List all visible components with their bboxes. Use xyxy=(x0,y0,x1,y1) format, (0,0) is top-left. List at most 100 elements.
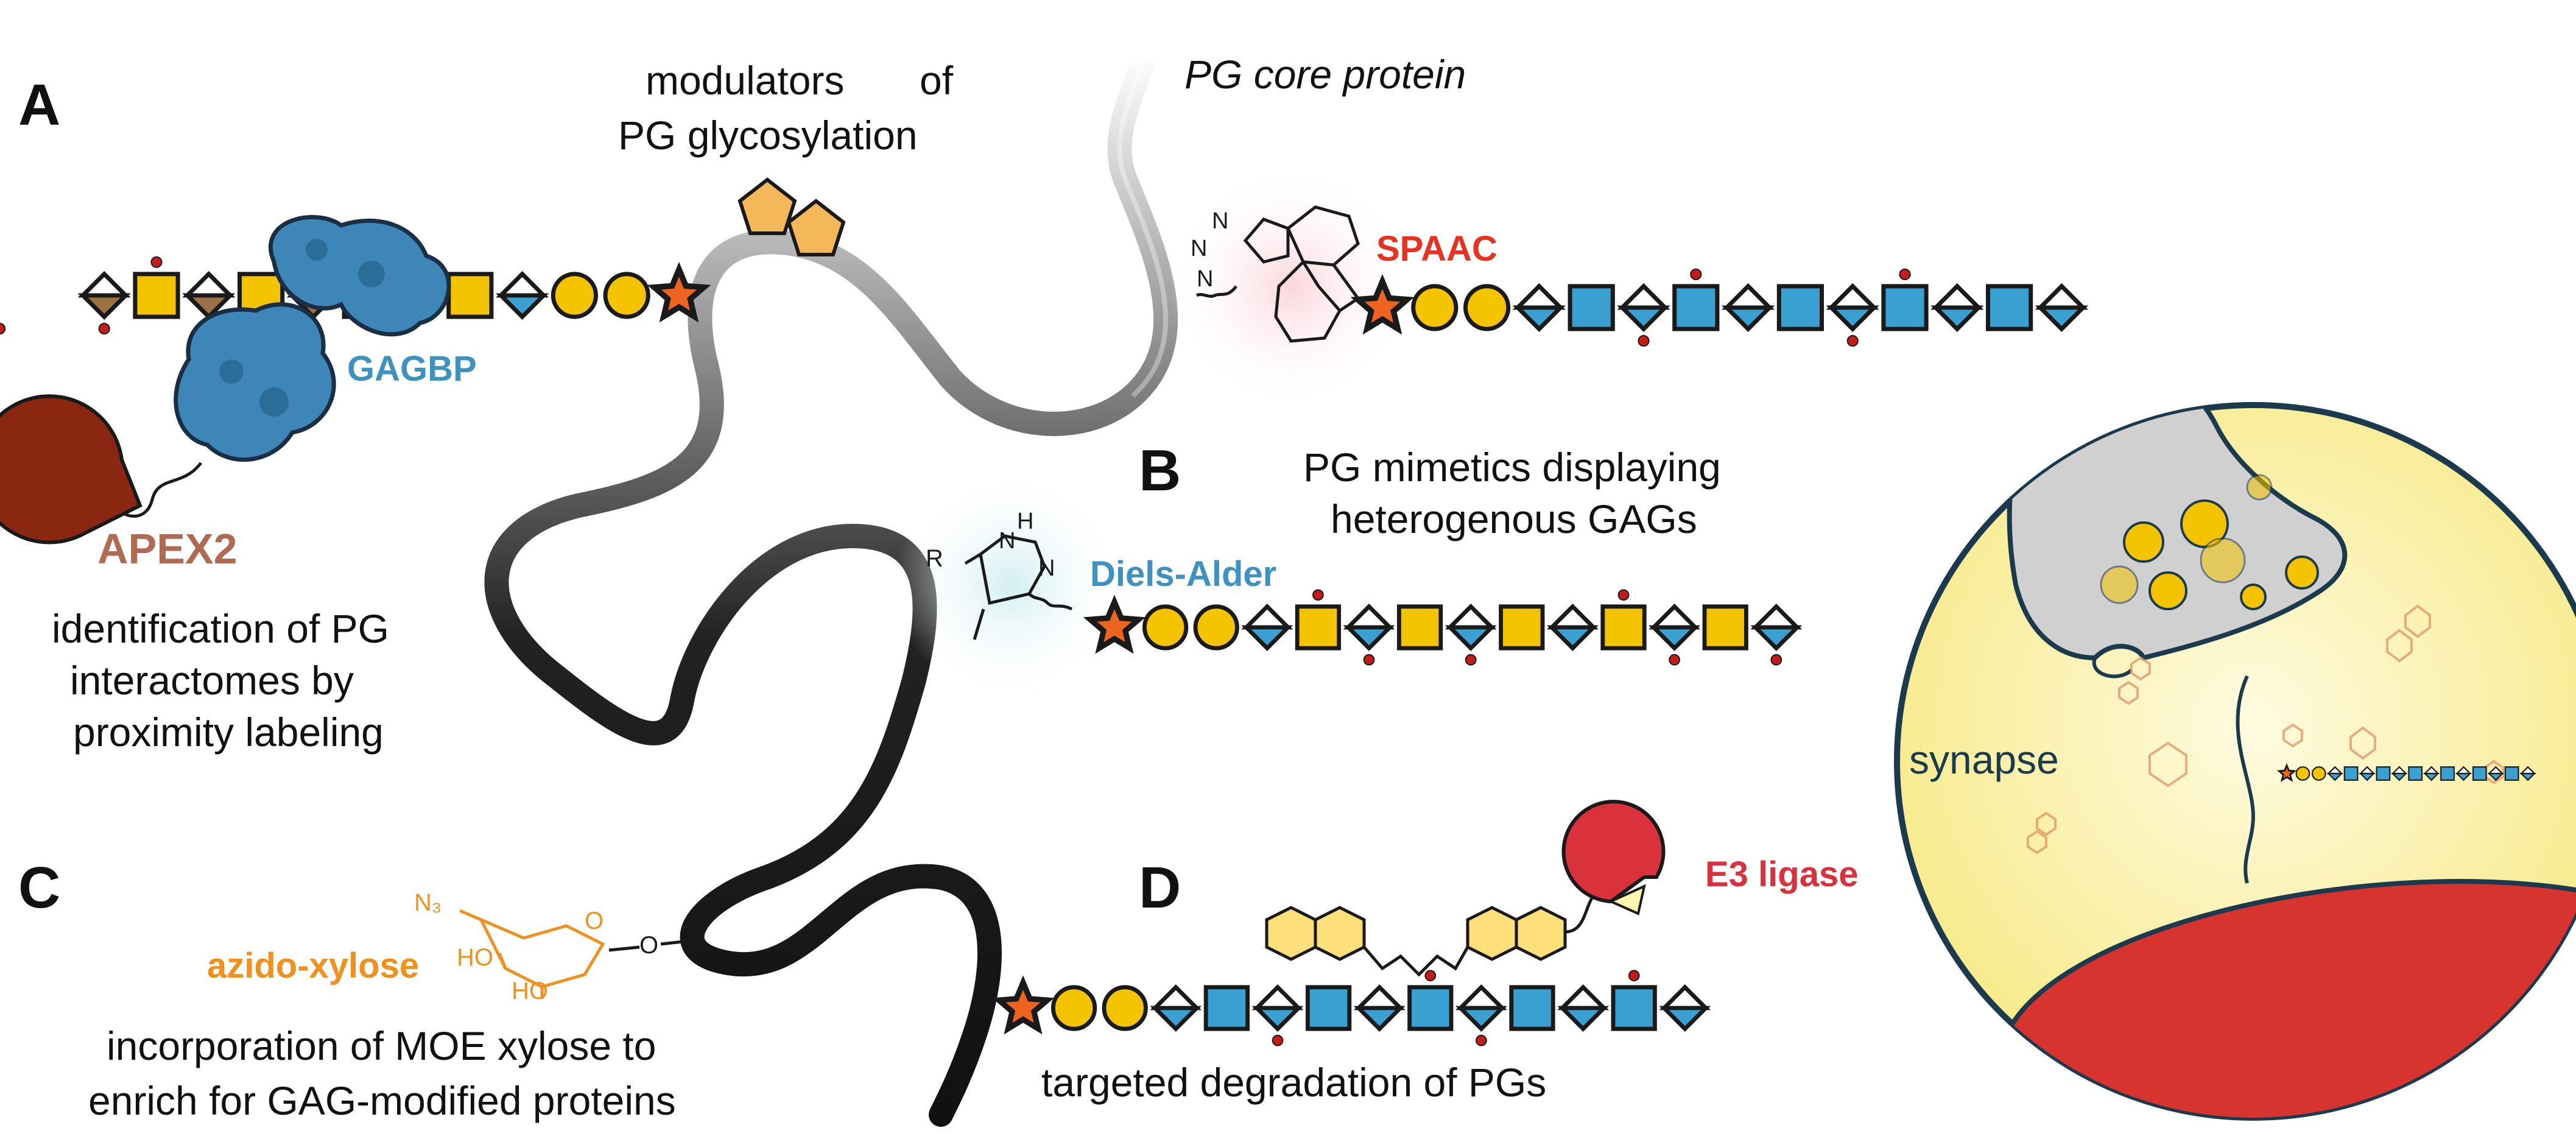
diamond-bottom xyxy=(77,293,131,320)
modulator-pentagons xyxy=(737,177,846,256)
diamond-top xyxy=(1557,984,1610,1010)
diamond-bottom xyxy=(1150,1006,1202,1032)
sulfate-dot xyxy=(0,323,6,335)
diamond-top xyxy=(1445,603,1497,630)
e3-ligase-label: E3 ligase xyxy=(1705,855,1858,894)
azido-xylose-molecule xyxy=(459,909,605,999)
core-protein-label: PG core protein xyxy=(1184,52,1466,97)
square-symbol xyxy=(1305,985,1352,1031)
diamond-bottom xyxy=(1826,305,1879,333)
diamond-bottom xyxy=(1546,625,1599,652)
apex2-enzyme xyxy=(0,394,143,545)
da-n-label: N xyxy=(1038,555,1055,581)
diamond-top xyxy=(182,270,236,298)
sulfate-dot xyxy=(1770,654,1782,666)
diamond-top xyxy=(496,270,549,298)
sulfate-dot xyxy=(1272,1034,1284,1046)
square-symbol xyxy=(1776,284,1825,331)
square-symbol xyxy=(1499,604,1545,651)
diamond-top xyxy=(2035,283,2088,310)
diamond-top xyxy=(1750,603,1803,630)
diamond-bottom xyxy=(1649,625,1701,652)
triazole-n1: N xyxy=(1212,208,1228,234)
sulfate-dot xyxy=(1628,970,1640,982)
diamond-bottom xyxy=(1930,305,1984,333)
diamond-top xyxy=(1659,984,1711,1010)
gag-chain-a-right xyxy=(1350,268,2088,347)
sulfate-dot xyxy=(1899,268,1911,280)
circle-symbol xyxy=(551,272,599,319)
diamond-bottom xyxy=(182,293,236,320)
sulfate-dot xyxy=(1465,654,1477,666)
square-symbol xyxy=(2376,766,2391,781)
square-symbol xyxy=(1600,604,1647,651)
gagbp-label: GAGBP xyxy=(347,349,477,389)
apex-caption-line2: interactomes by xyxy=(70,658,354,703)
mimetics-label-line2: heterogenous GAGs xyxy=(1331,496,1697,541)
diels-alder-glow xyxy=(895,469,1127,700)
modulators-label-line1: modulators xyxy=(646,58,845,103)
modulators-label-line1b: of xyxy=(920,58,954,103)
circle-symbol xyxy=(1411,284,1459,331)
square-symbol xyxy=(2408,766,2423,781)
square-symbol xyxy=(1568,284,1615,331)
sulfate-dot xyxy=(1363,654,1375,666)
diamond-bottom xyxy=(2326,772,2343,781)
square-symbol xyxy=(1295,604,1342,651)
square-symbol xyxy=(2472,766,2487,781)
ho-label-2: HO xyxy=(512,978,548,1004)
circle-symbol xyxy=(603,272,650,319)
sulfate-dot xyxy=(1476,1034,1487,1046)
apex-caption-line1: identification of PG xyxy=(52,606,389,651)
diels-alder-molecule xyxy=(964,534,1073,640)
diamond-top xyxy=(1251,984,1304,1010)
diamond-bottom xyxy=(2423,772,2440,781)
square-symbol xyxy=(2343,766,2359,781)
square-symbol xyxy=(2504,766,2519,781)
sulfate-dot xyxy=(150,256,163,268)
diamond-bottom xyxy=(1241,625,1293,652)
square-symbol xyxy=(1985,284,2033,331)
panel-label-d: D xyxy=(1139,855,1181,920)
spaac-label: SPAAC xyxy=(1376,229,1497,269)
sulfate-dot xyxy=(1312,589,1324,601)
square-symbol xyxy=(1702,604,1748,651)
diamond-bottom xyxy=(1343,625,1395,652)
diamond-top xyxy=(77,270,131,298)
sulfate-dot xyxy=(1617,589,1630,601)
diamond-bottom xyxy=(1617,305,1670,333)
diamond-top xyxy=(1649,603,1701,630)
diamond-bottom xyxy=(1512,305,1566,333)
diamond-bottom xyxy=(496,293,549,320)
sulfate-dot xyxy=(1669,654,1680,666)
xylose-star-symbol xyxy=(1083,594,1146,654)
diamond-bottom xyxy=(2391,772,2408,781)
triazole-n3: N xyxy=(1197,266,1213,292)
diamond-bottom xyxy=(1445,625,1497,652)
panel-label-c: C xyxy=(18,855,60,920)
azido-xylose-label: azido-xylose xyxy=(207,946,419,986)
diamond-top xyxy=(1722,283,1775,310)
diamond-top xyxy=(1241,603,1293,630)
diamond-bottom xyxy=(1455,1006,1507,1032)
xylose-star-symbol xyxy=(2276,763,2297,782)
diamond-top xyxy=(1930,283,1984,310)
square-symbol xyxy=(2440,766,2455,781)
square-symbol xyxy=(1509,985,1555,1031)
square-symbol xyxy=(1407,985,1454,1031)
synapse-illustration xyxy=(1894,402,2576,1121)
da-nh-n: N xyxy=(999,528,1015,554)
mimetics-label-line1: PG mimetics displaying xyxy=(1303,445,1721,490)
circle-symbol xyxy=(2311,766,2326,781)
sulfate-dot xyxy=(1424,970,1437,982)
diamond-bottom xyxy=(2519,772,2536,781)
panel-label-a: A xyxy=(18,72,60,138)
link-o-label: O xyxy=(639,932,658,959)
diamond-bottom xyxy=(1750,625,1803,652)
diamond-top xyxy=(1512,283,1566,310)
diamond-top xyxy=(1826,283,1879,310)
diamond-bottom xyxy=(1659,1006,1711,1032)
diels-alder-label: Diels-Alder xyxy=(1090,554,1276,594)
circle-symbol xyxy=(1102,985,1148,1031)
